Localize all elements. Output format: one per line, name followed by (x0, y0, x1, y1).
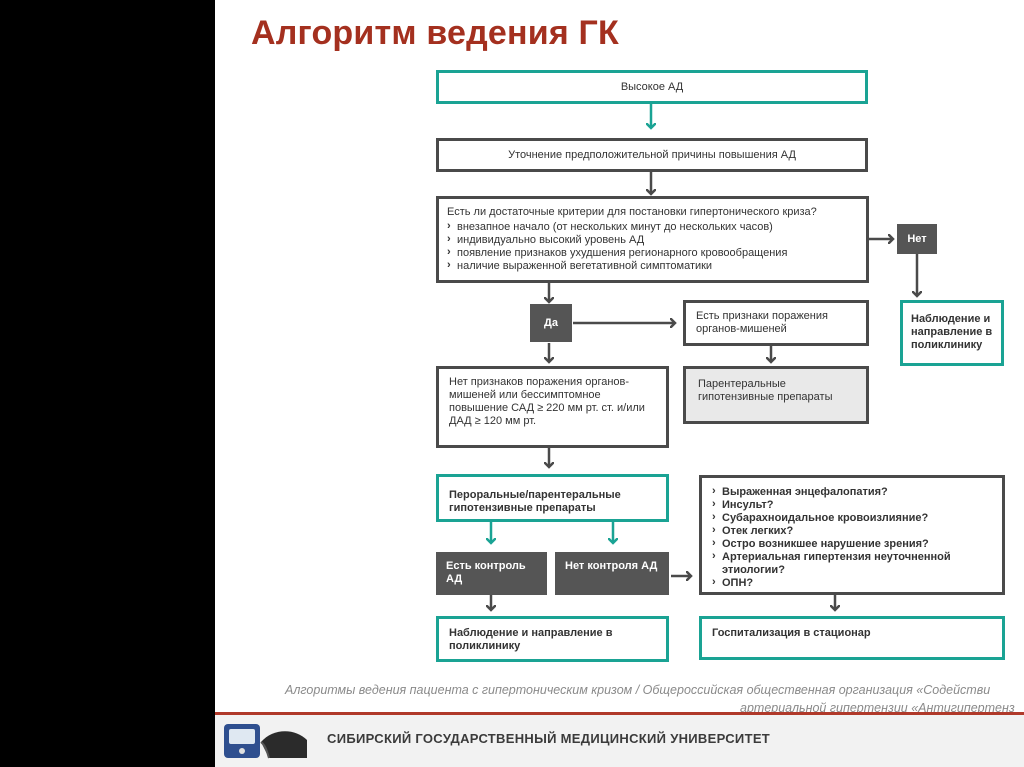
node-control: Есть контроль АД (436, 552, 547, 595)
condition-item: Инсульт? (712, 499, 992, 512)
node-no-control: Нет контроля АД (555, 552, 669, 595)
node-no-control-label: Нет контроля АД (565, 560, 657, 572)
node-parenteral: Парентеральные гипотензивные препараты (683, 366, 869, 424)
node-oral-parenteral: Пероральные/парентеральные гипотензивные… (436, 474, 669, 522)
node-observe-right: Наблюдение и направление в поликлинику (900, 300, 1004, 366)
node-control-label: Есть контроль АД (446, 560, 526, 585)
criteria-item: внезапное начало (от нескольких минут до… (447, 221, 858, 234)
left-black-bar (0, 0, 215, 767)
reference-line-1: Алгоритмы ведения пациента с гипертониче… (285, 681, 1024, 699)
node-target-organs: Есть признаки поражения органов-мишеней (683, 300, 869, 346)
node-no: Нет (897, 224, 937, 254)
node-no-label: Нет (907, 233, 926, 246)
node-parenteral-label: Парентеральные гипотензивные препараты (698, 378, 833, 403)
blood-pressure-monitor-icon (221, 720, 311, 762)
node-hospital-label: Госпитализация в стационар (712, 627, 871, 639)
criteria-list: внезапное начало (от нескольких минут до… (447, 221, 858, 273)
criteria-item: появление признаков ухудшения регионарно… (447, 247, 858, 260)
node-no-signs: Нет признаков поражения органов-мишеней … (436, 366, 669, 448)
node-clarify-cause-label: Уточнение предположительной причины повы… (508, 149, 796, 162)
node-yes: Да (530, 304, 572, 342)
conditions-list: Выраженная энцефалопатия? Инсульт? Субар… (712, 486, 992, 590)
node-conditions: Выраженная энцефалопатия? Инсульт? Субар… (699, 475, 1005, 595)
condition-item: Выраженная энцефалопатия? (712, 486, 992, 499)
slide-title: Алгоритм ведения ГК (251, 14, 619, 53)
node-high-bp-label: Высокое АД (621, 81, 683, 94)
footer-stripe (215, 712, 1024, 715)
condition-item: Субарахноидальное кровоизлияние? (712, 512, 992, 525)
node-criteria: Есть ли достаточные критерии для постано… (436, 196, 869, 283)
node-observe-bottom: Наблюдение и направление в поликлинику (436, 616, 669, 662)
criteria-item: индивидуально высокий уровень АД (447, 234, 858, 247)
node-oral-parenteral-label: Пероральные/парентеральные гипотензивные… (449, 489, 621, 514)
slide: Алгоритм ведения ГК В (215, 0, 1024, 767)
node-target-organs-label: Есть признаки поражения органов-мишеней (696, 310, 828, 335)
node-no-signs-label: Нет признаков поражения органов-мишеней … (449, 376, 645, 427)
node-observe-right-label: Наблюдение и направление в поликлинику (911, 313, 992, 351)
condition-item: Остро возникшее нарушение зрения? (712, 538, 992, 551)
node-clarify-cause: Уточнение предположительной причины повы… (436, 138, 868, 172)
condition-item: ОПН? (712, 577, 992, 590)
footer: СИБИРСКИЙ ГОСУДАРСТВЕННЫЙ МЕДИЦИНСКИЙ УН… (215, 712, 1024, 767)
condition-item: Отек легких? (712, 525, 992, 538)
criteria-question: Есть ли достаточные критерии для постано… (447, 206, 858, 219)
node-hospital: Госпитализация в стационар (699, 616, 1005, 660)
university-name: СИБИРСКИЙ ГОСУДАРСТВЕННЫЙ МЕДИЦИНСКИЙ УН… (327, 731, 770, 746)
node-yes-label: Да (544, 317, 558, 330)
condition-item: Артериальная гипертензия неуточненной эт… (712, 551, 992, 577)
node-observe-bottom-label: Наблюдение и направление в поликлинику (449, 627, 612, 652)
criteria-item: наличие выраженной вегетативной симптома… (447, 260, 858, 273)
node-high-bp: Высокое АД (436, 70, 868, 104)
